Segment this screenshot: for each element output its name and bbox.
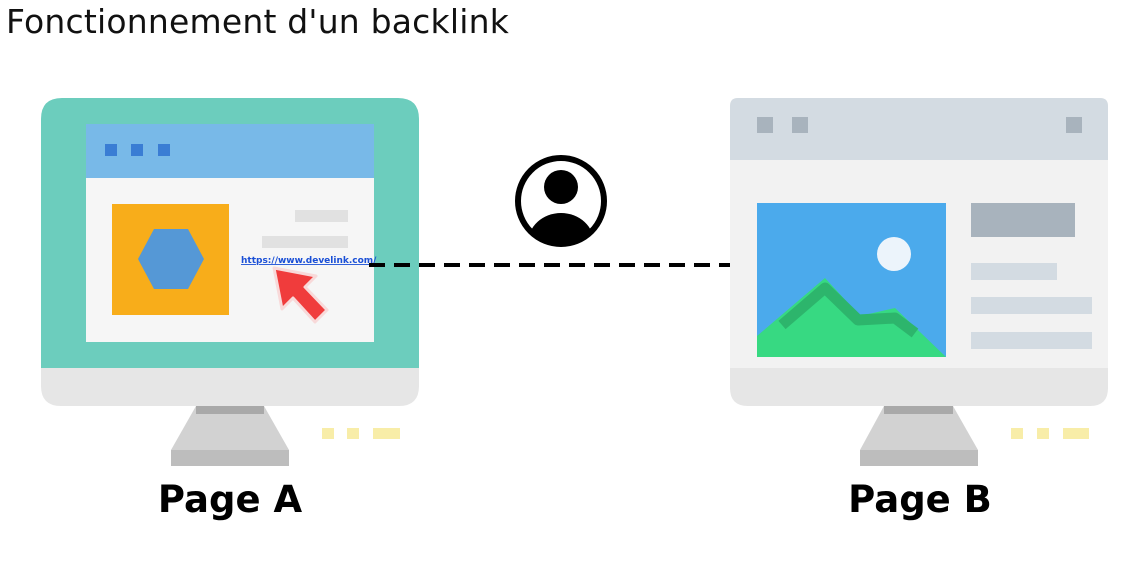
backlink-url[interactable]: https://www.develink.com/	[241, 256, 377, 266]
browser-b-dot-2	[792, 117, 808, 133]
monitor-a-chin	[41, 368, 419, 406]
page-a-label: Page A	[157, 478, 303, 521]
page-b-label: Page B	[848, 478, 992, 521]
browser-a-title-bar	[86, 124, 374, 178]
deco-bar-a-1	[322, 428, 334, 439]
link-arrow	[369, 255, 754, 275]
cursor-arrow-icon	[272, 266, 329, 324]
monitor-b-neck	[860, 406, 978, 450]
text-line-a-1	[295, 210, 348, 222]
diagram-title: Fonctionnement d'un backlink	[6, 2, 510, 41]
deco-bar-b-1	[1011, 428, 1023, 439]
deco-bar-a-3	[373, 428, 400, 439]
user-icon	[515, 155, 607, 247]
text-line-b-2	[971, 297, 1092, 314]
text-line-b-3	[971, 332, 1092, 349]
text-line-b-1	[971, 263, 1057, 280]
browser-b-dot-1	[757, 117, 773, 133]
browser-a-dot-1	[105, 144, 117, 156]
image-icon	[757, 203, 946, 357]
sun	[877, 237, 911, 271]
text-line-a-2	[262, 236, 348, 248]
monitor-a-base	[171, 450, 289, 466]
deco-bar-b-2	[1037, 428, 1049, 439]
deco-bar-b-3	[1063, 428, 1089, 439]
monitor-b	[730, 98, 1108, 466]
mountain-ridge	[778, 282, 919, 338]
browser-a-dot-3	[158, 144, 170, 156]
text-block-b-1	[971, 203, 1075, 237]
monitor-b-chin	[730, 368, 1108, 406]
hexagon-icon	[138, 229, 204, 289]
browser-a-dot-2	[131, 144, 143, 156]
monitor-b-neck-shadow	[884, 406, 953, 414]
monitor-a-neck	[171, 406, 289, 450]
monitor-a-neck-shadow	[196, 406, 264, 414]
deco-bar-a-2	[347, 428, 359, 439]
monitor-b-base	[860, 450, 978, 466]
browser-b-dot-3	[1066, 117, 1082, 133]
browser-b-title-bar	[730, 98, 1108, 160]
monitor-a: https://www.develink.com/	[41, 98, 419, 466]
